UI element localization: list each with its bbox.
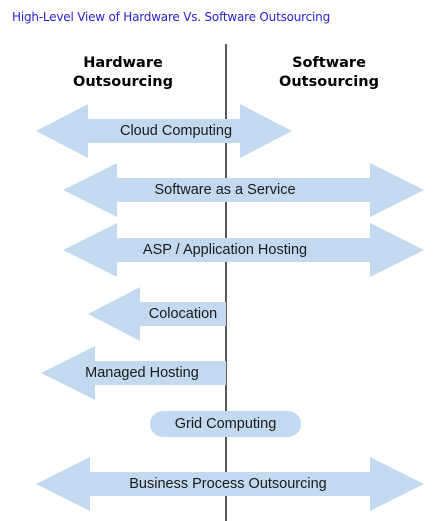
grid-computing-label: Grid Computing <box>174 416 277 432</box>
software-outsourcing-heading: Software Outsourcing <box>254 54 404 92</box>
asp-hosting-label: ASP / Application Hosting <box>142 242 308 258</box>
cloud-computing-label: Cloud Computing <box>119 123 233 139</box>
saas-label: Software as a Service <box>154 182 296 198</box>
software-heading-line1: Software <box>292 55 366 71</box>
bpo-label: Business Process Outsourcing <box>129 476 327 492</box>
diagram-title: High-Level View of Hardware Vs. Software… <box>12 10 331 24</box>
managed-hosting-label: Managed Hosting <box>85 365 199 381</box>
software-heading-line2: Outsourcing <box>279 74 379 90</box>
colocation-label: Colocation <box>148 306 218 322</box>
hardware-outsourcing-heading: Hardware Outsourcing <box>48 54 198 92</box>
hardware-heading-line2: Outsourcing <box>73 74 173 90</box>
hardware-heading-line1: Hardware <box>83 55 163 71</box>
